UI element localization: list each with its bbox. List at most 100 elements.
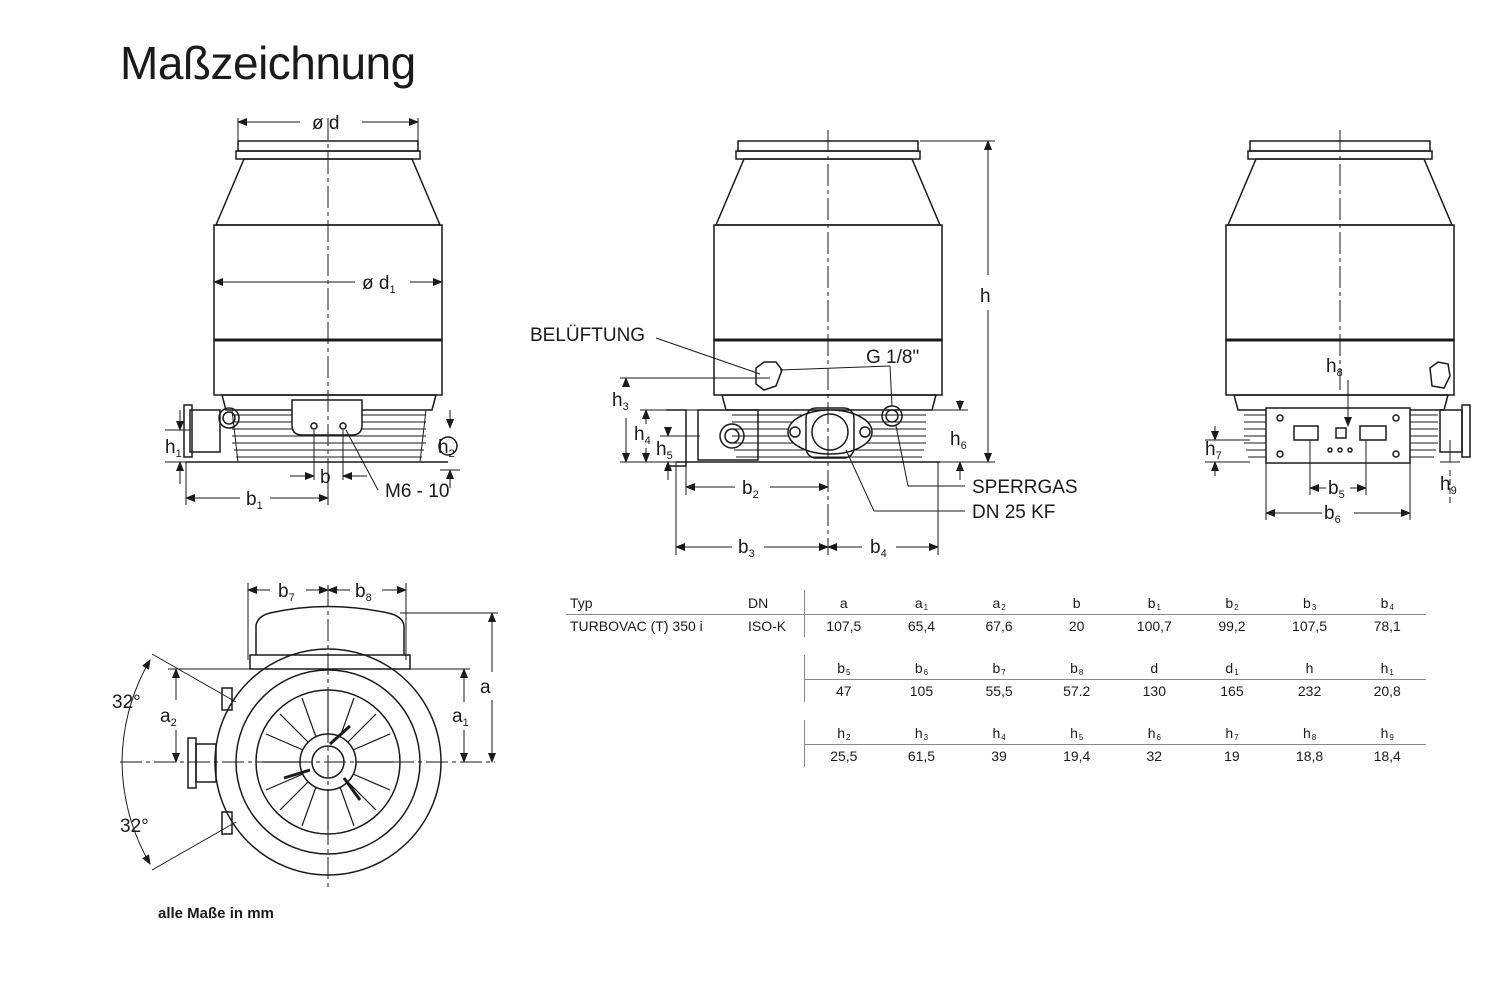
dim-h-label: h bbox=[980, 286, 991, 307]
side-view bbox=[666, 140, 943, 467]
dim-b8-label: b8 bbox=[355, 581, 372, 604]
dim-b7-label: b7 bbox=[278, 581, 295, 604]
dn-value: ISO-K bbox=[744, 614, 804, 637]
spec-value: 55,5 bbox=[960, 679, 1038, 702]
spec-header: h3 bbox=[914, 725, 929, 742]
spec-value: 61,5 bbox=[882, 744, 961, 767]
spec-value: 105 bbox=[882, 679, 961, 702]
callout-sperrgas: SPERRGAS bbox=[972, 477, 1078, 498]
spec-value: 18,4 bbox=[1348, 744, 1426, 767]
spec-value: 39 bbox=[960, 744, 1038, 767]
top-view-dimensions bbox=[120, 583, 498, 890]
dim-b1-label: b1 bbox=[246, 489, 263, 512]
front-view bbox=[183, 140, 458, 463]
spec-header: b6 bbox=[914, 660, 929, 677]
spec-header: b1 bbox=[1147, 595, 1161, 612]
spec-header: h1 bbox=[1380, 660, 1394, 677]
spec-header: h8 bbox=[1302, 725, 1317, 742]
dim-b-label: b bbox=[320, 467, 331, 488]
spec-value: 65,4 bbox=[882, 614, 961, 637]
dim-a-label: a bbox=[480, 677, 491, 698]
spec-header: b4 bbox=[1380, 595, 1394, 612]
dim-h9-label: h9 bbox=[1440, 474, 1457, 497]
page-title: Maßzeichnung bbox=[120, 37, 416, 89]
dim-h2-label: h2 bbox=[438, 437, 455, 460]
rear-view-dimensions bbox=[1205, 130, 1460, 520]
dim-d-label: ø d bbox=[312, 113, 339, 134]
dim-h3-label: h3 bbox=[612, 390, 629, 413]
spec-value: 107,5 bbox=[1270, 614, 1349, 637]
dim-h5-label: h5 bbox=[656, 439, 673, 462]
spec-header: h bbox=[1305, 660, 1314, 676]
spec-value: 99,2 bbox=[1193, 614, 1271, 637]
callout-g18: G 1/8" bbox=[866, 347, 919, 368]
spec-value: 107,5 bbox=[805, 614, 883, 637]
dim-h1-label: h1 bbox=[165, 437, 182, 460]
dim-h8-label: h8 bbox=[1326, 356, 1343, 379]
dim-b4-label: b4 bbox=[870, 537, 887, 560]
dim-b6-label: b6 bbox=[1324, 503, 1341, 526]
side-view-dimensions bbox=[620, 130, 995, 555]
dim-h4-label: h4 bbox=[634, 424, 651, 447]
spec-value: 100,7 bbox=[1115, 614, 1194, 637]
spec-header: h6 bbox=[1147, 725, 1161, 742]
spec-value: 130 bbox=[1115, 679, 1194, 702]
dim-h7-label: h7 bbox=[1205, 439, 1222, 462]
spec-header: a bbox=[839, 595, 848, 611]
callout-dn25kf: DN 25 KF bbox=[972, 502, 1055, 523]
callout-angle-top: 32° bbox=[112, 692, 141, 713]
units-note: alle Maße in mm bbox=[158, 905, 274, 922]
spec-header: h2 bbox=[837, 725, 851, 742]
spec-value: 232 bbox=[1270, 679, 1349, 702]
spec-header: h4 bbox=[992, 725, 1006, 742]
spec-table: Typ TURBOVAC (T) 350 i DN ISO-K a a1 a2 b b1… bbox=[566, 590, 1426, 767]
spec-header: b3 bbox=[1302, 595, 1317, 612]
callout-m6-10: M6 - 10 bbox=[385, 481, 449, 502]
spec-header: b bbox=[1072, 595, 1081, 611]
spec-header: h5 bbox=[1070, 725, 1084, 742]
spec-value: 165 bbox=[1193, 679, 1271, 702]
spec-header: a1 bbox=[914, 595, 929, 612]
dim-b2-label: b2 bbox=[742, 478, 759, 501]
spec-value: 78,1 bbox=[1348, 614, 1426, 637]
dim-a1-label: a1 bbox=[452, 706, 469, 729]
spec-value: 20 bbox=[1037, 614, 1116, 637]
spec-value: 20,8 bbox=[1348, 679, 1426, 702]
dim-b3-label: b3 bbox=[738, 537, 755, 560]
dim-a2-label: a2 bbox=[160, 706, 177, 729]
callout-belueftung: BELÜFTUNG bbox=[530, 325, 645, 346]
spec-section-1: Typ TURBOVAC (T) 350 i DN ISO-K a a1 a2 b b1… bbox=[566, 590, 1426, 637]
spec-value: 67,6 bbox=[960, 614, 1038, 637]
spec-value: 18,8 bbox=[1270, 744, 1349, 767]
spec-header: d1 bbox=[1225, 660, 1239, 677]
spec-value: 57.2 bbox=[1037, 679, 1116, 702]
top-view bbox=[187, 605, 442, 876]
typ-label: Typ bbox=[570, 595, 593, 611]
spec-header: a2 bbox=[992, 595, 1006, 612]
dim-b5-label: b5 bbox=[1328, 478, 1345, 501]
dim-d1-label: ø d1 bbox=[362, 273, 396, 296]
dim-h6-label: h6 bbox=[950, 429, 967, 452]
spec-value: 32 bbox=[1115, 744, 1194, 767]
spec-value: 19 bbox=[1193, 744, 1271, 767]
spec-header: b7 bbox=[992, 660, 1006, 677]
spec-value: 47 bbox=[805, 679, 883, 702]
spec-header: d bbox=[1150, 660, 1159, 676]
spec-header: b8 bbox=[1070, 660, 1084, 677]
front-view-dimensions bbox=[165, 118, 460, 505]
spec-value: 19,4 bbox=[1037, 744, 1116, 767]
callout-angle-bottom: 32° bbox=[120, 816, 149, 837]
spec-value: 25,5 bbox=[805, 744, 883, 767]
spec-header: h7 bbox=[1225, 725, 1239, 742]
spec-header: b5 bbox=[837, 660, 851, 677]
model-name: TURBOVAC (T) 350 i bbox=[566, 614, 744, 637]
dn-label: DN bbox=[748, 595, 769, 611]
spec-header: b2 bbox=[1225, 595, 1239, 612]
spec-header: h9 bbox=[1380, 725, 1394, 742]
